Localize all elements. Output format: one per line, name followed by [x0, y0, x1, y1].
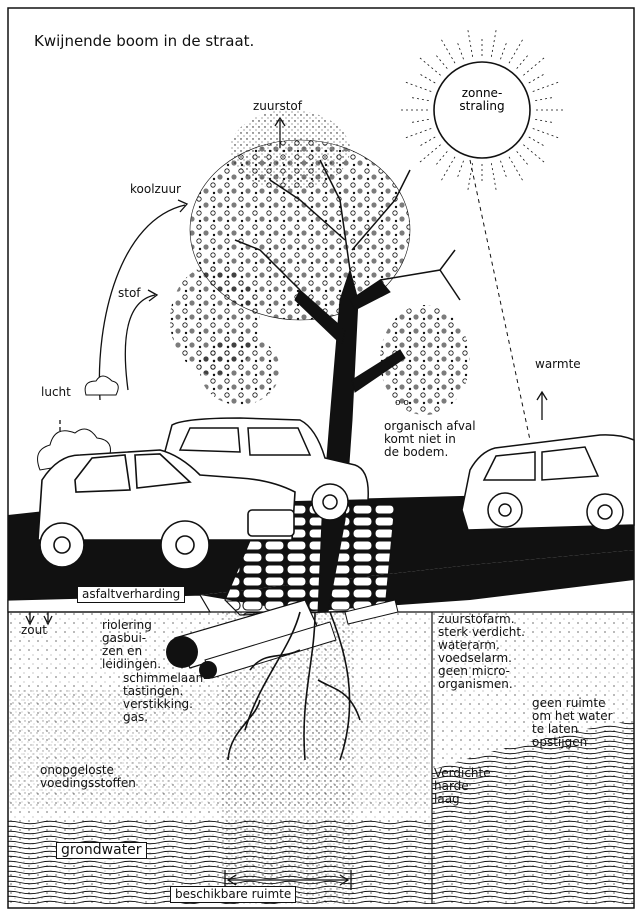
label-riolering: riolering gasbui- zen en leidingen. — [102, 619, 161, 671]
sun-ray — [517, 151, 529, 165]
diagram-title: Kwijnende boom in de straat. — [34, 33, 254, 50]
sun-ray — [491, 27, 496, 57]
sun-ray — [533, 128, 561, 138]
sun-ray — [457, 42, 463, 59]
sunlight-ray — [470, 160, 530, 440]
label-zuurstofarm: zuurstofarm. sterk verdicht. waterarm. v… — [438, 613, 525, 691]
sun-ray — [517, 55, 529, 69]
label-beschikbare-ruimte: beschikbare ruimte — [170, 886, 296, 903]
label-schimmel: schimmelaan- tastingen. verstikking. gas… — [123, 672, 208, 724]
sun-ray — [420, 137, 436, 146]
label-koolzuur: koolzuur — [130, 183, 181, 196]
sun-ray — [509, 37, 524, 63]
sun-ray — [500, 42, 506, 59]
sun-ray — [523, 145, 546, 164]
label-lucht: lucht — [41, 386, 71, 399]
sun-ray — [436, 55, 448, 69]
tree-canopy — [170, 110, 470, 415]
sun-ray — [403, 128, 431, 138]
car-right — [462, 435, 634, 530]
sun-ray — [440, 157, 455, 183]
sun-ray — [411, 97, 429, 100]
sun-ray — [467, 163, 472, 193]
sun-ray — [467, 27, 472, 57]
arrow-koolzuur — [99, 205, 185, 400]
sun-ray — [418, 56, 441, 75]
sun-ray — [436, 151, 448, 165]
label-verdichte-laag: Verdichte harde laag — [434, 767, 491, 806]
sun-ray — [529, 137, 545, 146]
sun-ray — [535, 97, 553, 100]
sun-ray — [523, 56, 546, 75]
label-zuurstof: zuurstof — [253, 100, 302, 113]
label-grondwater: grondwater — [56, 842, 147, 859]
sun-ray — [533, 81, 561, 91]
sun-ray — [418, 145, 441, 164]
sun-ray — [420, 74, 436, 83]
label-zonnestraling: zonne- straling — [445, 87, 519, 113]
sun-ray — [535, 119, 553, 122]
sun-ray — [440, 37, 455, 63]
sun-ray — [403, 81, 431, 91]
label-zout: zout — [21, 624, 47, 637]
label-geen-ruimte: geen ruimte om het water te laten opstij… — [532, 697, 613, 749]
sun-ray — [509, 157, 524, 183]
arrow-stof — [125, 295, 155, 390]
sun-ray — [500, 161, 506, 178]
sun-ray — [411, 119, 429, 122]
label-stof: stof — [118, 287, 141, 300]
label-organisch-afval: organisch afval komt niet in de bodem. — [384, 420, 476, 459]
svg-text:o o: o o — [395, 398, 409, 408]
label-asfaltverharding: asfaltverharding — [77, 586, 185, 603]
sun-ray — [529, 74, 545, 83]
label-onopgeloste-voedingsstoffen: onopgeloste voedingsstoffen — [40, 764, 136, 790]
sun-ray — [491, 163, 496, 193]
sun-ray — [457, 161, 463, 178]
label-warmte: warmte — [535, 358, 581, 371]
